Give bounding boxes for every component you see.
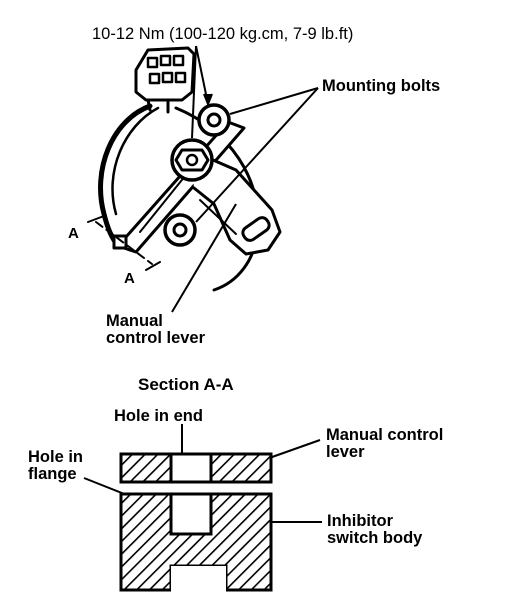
hole-in-flange-line2: flange (28, 465, 77, 484)
hole-in-flange-line1: Hole in (28, 448, 84, 466)
mounting-bolt-upper (197, 103, 231, 137)
lever-section (119, 452, 273, 484)
torque-spec-label: 10-12 Nm (100-120 kg.cm, 7-9 lb.ft) (92, 25, 354, 43)
manual-control-lever-section-line1: Manual control (326, 426, 444, 444)
manual-control-lever-line2: control lever (106, 329, 206, 348)
hole-in-end-label: Hole in end (114, 407, 203, 425)
mounting-bolt-lower (163, 213, 197, 247)
manual-control-lever-section-line2: lever (326, 443, 365, 462)
control-lever (188, 148, 282, 256)
manual-control-lever-line1: Manual (106, 312, 163, 330)
manual-control-lever-section-label: Manual control lever (326, 426, 444, 462)
manual-control-lever-label: Manual control lever (106, 312, 206, 348)
inhibitor-switch-body-line1: Inhibitor (327, 512, 393, 530)
section-mark-a-upper: A (68, 225, 79, 242)
section-title: Section A-A (138, 375, 234, 394)
switch-body-section (119, 492, 273, 592)
connector (134, 46, 196, 114)
inhibitor-switch-body-label: Inhibitor switch body (327, 512, 423, 548)
switch-assembly-illustration (87, 46, 282, 292)
section-a-a (119, 452, 273, 592)
mounting-bolts-label: Mounting bolts (322, 77, 441, 95)
section-mark-a-lower: A (124, 270, 135, 287)
hole-in-flange-label: Hole in flange (28, 448, 84, 484)
section-line (95, 221, 153, 265)
pivot-nut (170, 138, 214, 182)
wire-harness (98, 103, 153, 249)
inhibitor-switch-body-line2: switch body (327, 529, 423, 548)
